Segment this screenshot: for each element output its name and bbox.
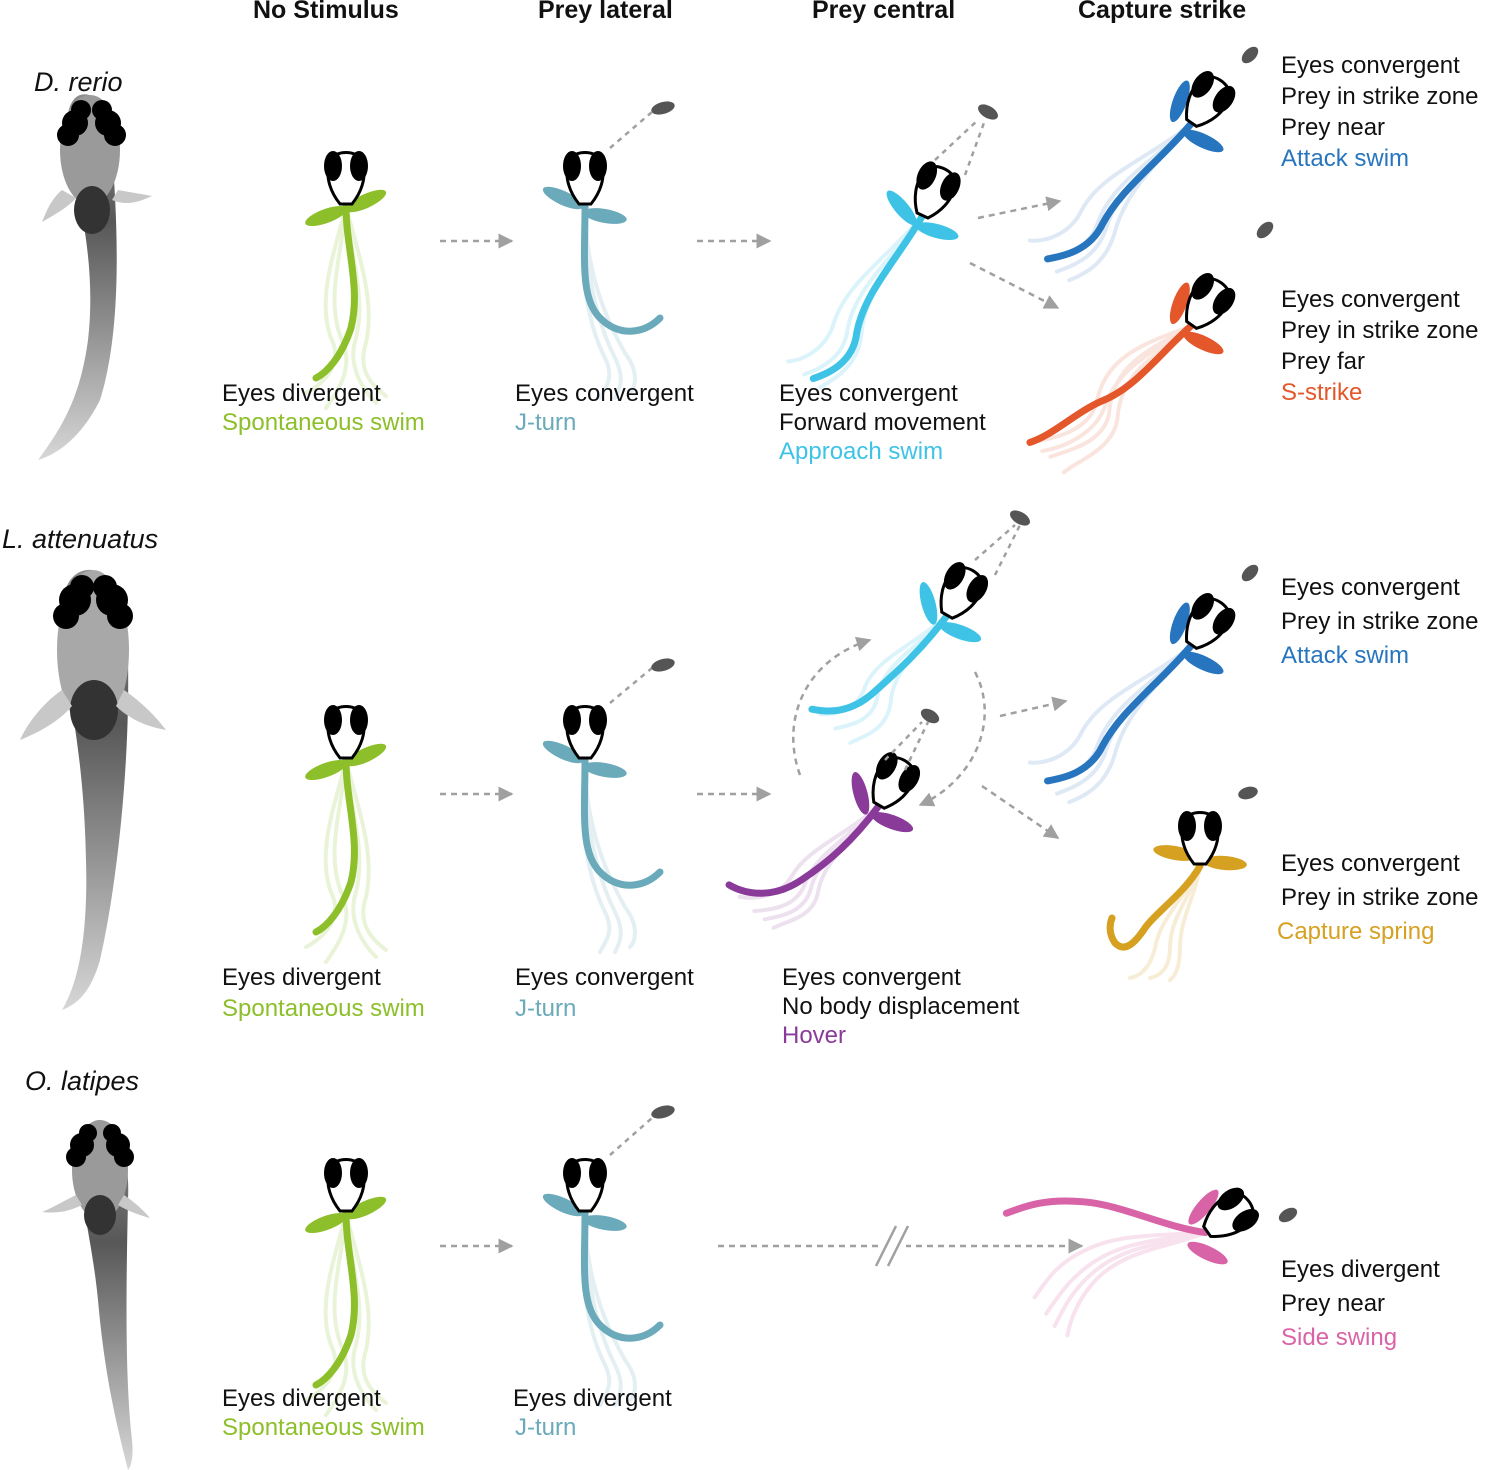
behavior-name: Spontaneous swim bbox=[222, 1414, 425, 1441]
behavior-label: Eyes convergent J-turn bbox=[515, 962, 694, 1024]
column-header-prey-lateral: Prey lateral bbox=[538, 0, 673, 24]
column-header-no-stimulus: No Stimulus bbox=[253, 0, 399, 24]
fish-jturn-icon bbox=[542, 1156, 664, 1407]
fish-attack-swim-icon bbox=[1027, 65, 1242, 283]
behavior-label: Eyes convergent No body displacement Hov… bbox=[782, 963, 1019, 1050]
column-header-prey-central: Prey central bbox=[812, 0, 956, 24]
condition-text: Eyes convergent bbox=[1281, 574, 1460, 601]
fish-approach-swim-icon bbox=[808, 556, 995, 745]
fish-spontaneous-swim-icon bbox=[304, 149, 388, 410]
behavior-name: Hover bbox=[782, 1022, 847, 1049]
fish-attack-swim-icon bbox=[1027, 587, 1242, 805]
behavior-label: Eyes divergent Spontaneous swim bbox=[222, 962, 425, 1024]
condition-text: Eyes convergent bbox=[782, 964, 961, 991]
condition-text: Eyes convergent bbox=[1281, 850, 1460, 877]
behavior-name: Capture spring bbox=[1277, 918, 1435, 945]
condition-text: Eyes divergent bbox=[222, 964, 381, 991]
species-label: L. attenuatus bbox=[2, 524, 159, 554]
condition-text: Eyes divergent bbox=[1281, 1256, 1440, 1283]
behavior-name: J-turn bbox=[515, 1414, 577, 1441]
condition-text: Eyes convergent bbox=[1281, 286, 1460, 313]
species-label: D. rerio bbox=[34, 67, 123, 97]
condition-text: Prey in strike zone bbox=[1281, 317, 1479, 344]
fish-approach-swim-icon bbox=[786, 156, 967, 390]
fish-jturn-icon bbox=[542, 149, 664, 400]
condition-text: Eyes divergent bbox=[222, 380, 381, 407]
behavior-label: Eyes convergent Prey in strike zone Prey… bbox=[1281, 50, 1478, 174]
fish-side-swing-icon bbox=[1002, 1181, 1265, 1338]
condition-text: Prey near bbox=[1281, 114, 1386, 141]
behavior-label: Eyes convergent Prey in strike zone Capt… bbox=[1277, 847, 1479, 949]
larva-attenuatus-icon bbox=[20, 569, 166, 1010]
behavior-name: Spontaneous swim bbox=[222, 995, 425, 1022]
condition-text: Forward movement bbox=[779, 409, 986, 436]
fish-spontaneous-swim-icon bbox=[304, 703, 388, 964]
condition-text: Prey in strike zone bbox=[1281, 83, 1479, 110]
condition-text: Prey far bbox=[1281, 348, 1366, 375]
behavior-name: Approach swim bbox=[779, 438, 944, 465]
behavior-label: Eyes convergent Prey in strike zone Prey… bbox=[1281, 284, 1478, 408]
condition-text: Eyes convergent bbox=[1281, 52, 1460, 79]
condition-text: No body displacement bbox=[782, 993, 1020, 1020]
behavior-name: Spontaneous swim bbox=[222, 409, 425, 436]
fish-capture-spring-icon bbox=[1106, 809, 1247, 982]
condition-text: Eyes divergent bbox=[222, 1385, 381, 1412]
condition-text: Prey in strike zone bbox=[1281, 608, 1479, 635]
behavior-name: S-strike bbox=[1281, 379, 1363, 406]
species-label: O. latipes bbox=[25, 1066, 140, 1096]
behavior-label: Eyes divergent Spontaneous swim bbox=[222, 1384, 425, 1442]
fish-hover-icon bbox=[725, 746, 927, 930]
column-header-capture-strike: Capture strike bbox=[1078, 0, 1247, 24]
behavior-name: J-turn bbox=[515, 409, 577, 436]
behavior-label: Eyes divergent Spontaneous swim bbox=[222, 379, 425, 437]
behavior-label: Eyes divergent J-turn bbox=[513, 1384, 672, 1442]
condition-text: Eyes convergent bbox=[779, 380, 958, 407]
larva-medaka-icon bbox=[42, 1120, 150, 1470]
behavior-name: Attack swim bbox=[1281, 145, 1410, 172]
condition-text: Eyes convergent bbox=[515, 964, 694, 991]
condition-text: Eyes divergent bbox=[513, 1385, 672, 1412]
condition-text: Prey near bbox=[1281, 1290, 1386, 1317]
condition-text: Prey in strike zone bbox=[1281, 884, 1479, 911]
behavior-label: Eyes convergent Prey in strike zone Atta… bbox=[1281, 571, 1478, 673]
fish-spontaneous-swim-icon bbox=[304, 1156, 388, 1417]
behavior-name: J-turn bbox=[515, 995, 577, 1022]
fish-jturn-icon bbox=[542, 703, 664, 954]
larva-zebrafish-icon bbox=[38, 94, 152, 460]
behavior-label: Eyes divergent Prey near Side swing bbox=[1281, 1253, 1440, 1355]
behavior-label: Eyes convergent J-turn bbox=[515, 379, 694, 437]
behavior-name: Side swing bbox=[1281, 1324, 1398, 1351]
behavior-label: Eyes convergent Forward movement Approac… bbox=[779, 379, 986, 466]
behavior-name: Attack swim bbox=[1281, 642, 1410, 669]
condition-text: Eyes convergent bbox=[515, 380, 694, 407]
fish-s-strike-icon bbox=[1026, 267, 1242, 475]
